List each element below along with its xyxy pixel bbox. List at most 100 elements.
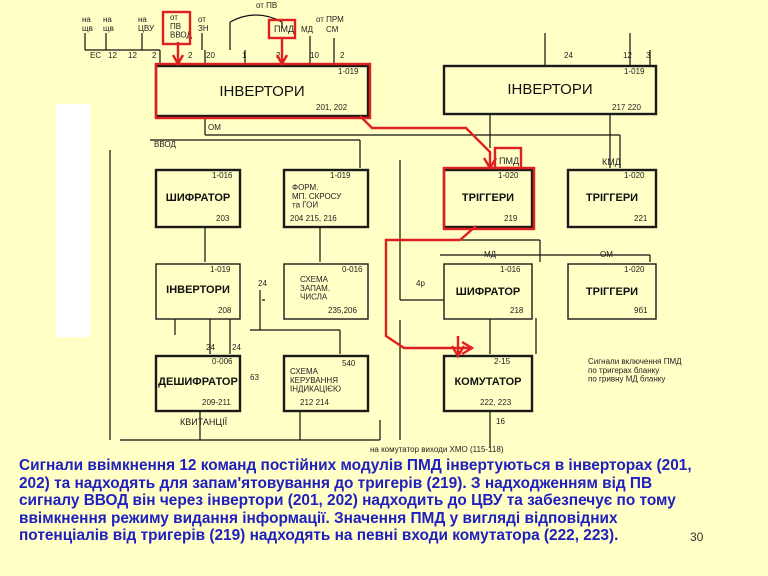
block-ref: 235,206: [328, 306, 357, 315]
label-kmd: КМД: [602, 157, 621, 167]
block-name: ШИФРАТОР: [456, 286, 520, 298]
block-shifrator-203: ШИФРАТОР 1-016 203: [154, 168, 242, 229]
block-deshifrator-209-211: ДЕШИФРАТОР 0-006 209-211: [154, 354, 242, 413]
highlight-inverters: [154, 62, 372, 120]
num-10: 10: [310, 51, 319, 60]
block-ref: 9б1: [634, 306, 648, 315]
num-12b: 12: [128, 51, 137, 60]
label-md2: МД: [484, 250, 497, 259]
block-ref: 201, 202: [316, 103, 348, 112]
block-name: ДЕШИФРАТОР: [158, 376, 238, 388]
label-pmd2: ПМД: [499, 156, 519, 166]
input-label-pmd: ПМД: [274, 24, 294, 34]
num-2b: 2: [188, 51, 193, 60]
block-name: ТРІГГЕРИ: [586, 192, 638, 204]
block-name: ІНВЕРТОРИ: [219, 83, 304, 100]
block-ref: 217 220: [612, 103, 641, 112]
highlight-vvod-input: [161, 10, 192, 46]
input-label-cm: СМ: [326, 25, 339, 34]
block-komutator-222-223: КОМУТАТОР 2-15 222, 223: [442, 354, 534, 413]
block-name: ІНВЕРТОРИ: [507, 81, 592, 98]
block-triggers-3: ТРІГГЕРИ 1-020 9б1: [567, 263, 657, 320]
block-ref: 203: [216, 214, 230, 223]
input-label-prm: от ПРМ: [316, 15, 344, 24]
arrow-vvod-down: [171, 42, 185, 67]
block-code: 1-016: [212, 171, 233, 180]
block-code: 2-15: [494, 357, 511, 366]
arrow-pmd-down: [275, 38, 289, 67]
num-12a: 12: [108, 51, 117, 60]
label-bottom-note: на комутатор виходи ХМО (115-118): [370, 445, 504, 454]
block-name: ШИФРАТОР: [166, 192, 230, 204]
num-63: 63: [250, 373, 259, 382]
block-ref: 219: [504, 214, 518, 223]
block-inverters-208: ІНВЕРТОРИ 1-019 208: [155, 263, 241, 320]
num-12c: 12: [623, 51, 632, 60]
block-name: ІНВЕРТОРИ: [166, 284, 230, 296]
block-code: 1-019: [338, 67, 359, 76]
block-triggers-221: ТРІГГЕРИ 1-020 221: [566, 168, 658, 229]
block-code: 1-016: [500, 265, 521, 274]
side-panel-strip: [56, 104, 90, 337]
block-code: 1-020: [498, 171, 519, 180]
block-shifrator-218: ШИФРАТОР 1-016 218: [443, 263, 533, 320]
num-24a: 24: [564, 51, 573, 60]
slide-caption: Сигнали ввімкнення 12 команд постійних м…: [19, 457, 692, 544]
label-om2: ОМ: [600, 250, 613, 259]
block-ref: 222, 223: [480, 398, 512, 407]
block-ref: 204 215, 216: [290, 214, 337, 223]
num-24b: 24: [258, 279, 267, 288]
num-20: 20: [206, 51, 215, 60]
num-4p: 4р: [416, 279, 425, 288]
block-name: ТРІГГЕРИ: [586, 286, 638, 298]
label-om: ОМ: [208, 123, 221, 132]
block-ref: 208: [218, 306, 232, 315]
num-540: 540: [342, 359, 356, 368]
block-inverters-201-202: ІНВЕРТОРИ 1-019 201, 202: [154, 64, 370, 118]
num-24c: 24: [206, 343, 215, 352]
input-label-pv: от ПВ: [256, 1, 277, 10]
block-ref: 221: [634, 214, 648, 223]
block-triggers-219: ТРІГГЕРИ 1-020 219: [442, 168, 534, 229]
block-code: 0-016: [342, 265, 363, 274]
block-code: 1-019: [210, 265, 231, 274]
arrow-to-komutator: [384, 225, 477, 356]
block-inverters-217-220: ІНВЕРТОРИ 1-019 217 220: [442, 64, 658, 116]
block-code: 1-020: [624, 265, 645, 274]
num-3: 3: [646, 51, 651, 60]
block-ref: 218: [510, 306, 524, 315]
block-ref: 212 214: [300, 398, 329, 407]
num-24d: 24: [232, 343, 241, 352]
block-name: КОМУТАТОР: [454, 376, 521, 388]
block-ref: 209-211: [202, 398, 231, 407]
arrow-to-triggers: [359, 115, 498, 171]
num-2d: 2: [340, 51, 345, 60]
block-code: 0-006: [212, 357, 233, 366]
input-label-md: МД: [301, 25, 314, 34]
page-number: 30: [690, 530, 704, 544]
signal-labels: ВВОД ОМ КМД ПМД МД ОМ КВИТАНЦІЇ Сигнали …: [154, 123, 682, 454]
num-2a: 2: [152, 51, 157, 60]
block-code: 1-020: [624, 171, 645, 180]
block-name: ТРІГГЕРИ: [462, 192, 514, 204]
red-highlights: [154, 10, 536, 359]
wiring: [84, 14, 651, 448]
block-code: 1-019: [330, 171, 351, 180]
block-code: 1-019: [624, 67, 645, 76]
num-ec: ЕС: [90, 51, 101, 60]
label-vvod: ВВОД: [154, 140, 176, 149]
